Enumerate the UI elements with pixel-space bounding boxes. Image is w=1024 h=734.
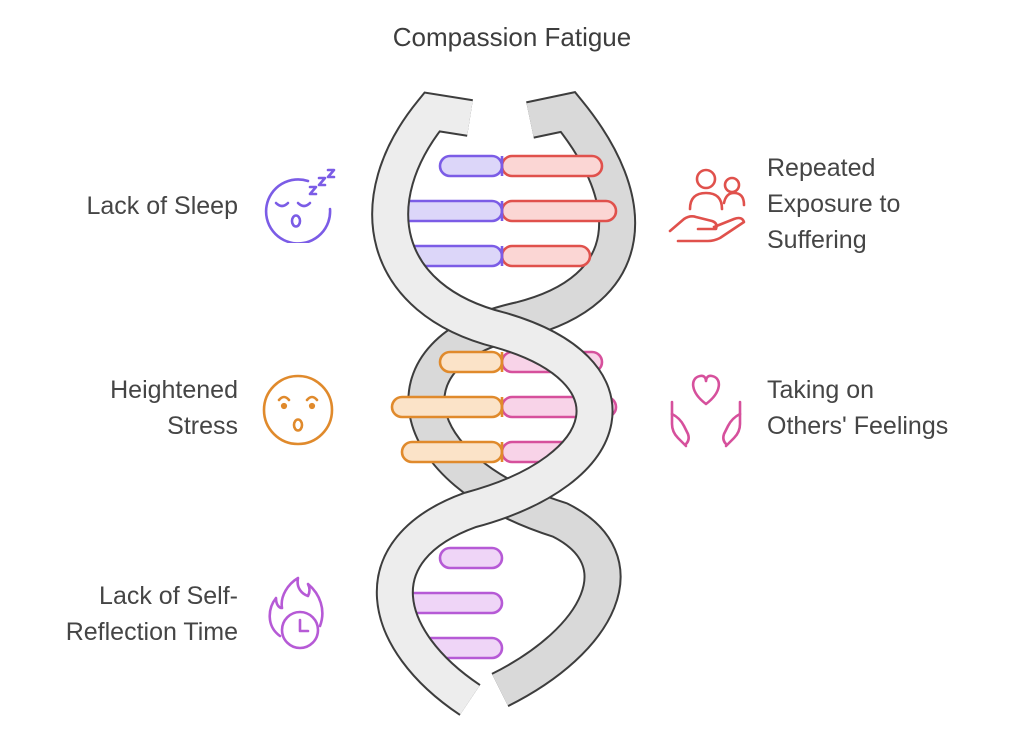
rung-right bbox=[502, 156, 602, 176]
rung-right bbox=[502, 201, 616, 221]
rung-left bbox=[440, 352, 502, 372]
rung-left bbox=[402, 442, 502, 462]
rung-right bbox=[502, 246, 590, 266]
rung-left bbox=[392, 397, 502, 417]
rung-left bbox=[440, 156, 502, 176]
rung-left bbox=[440, 548, 502, 568]
